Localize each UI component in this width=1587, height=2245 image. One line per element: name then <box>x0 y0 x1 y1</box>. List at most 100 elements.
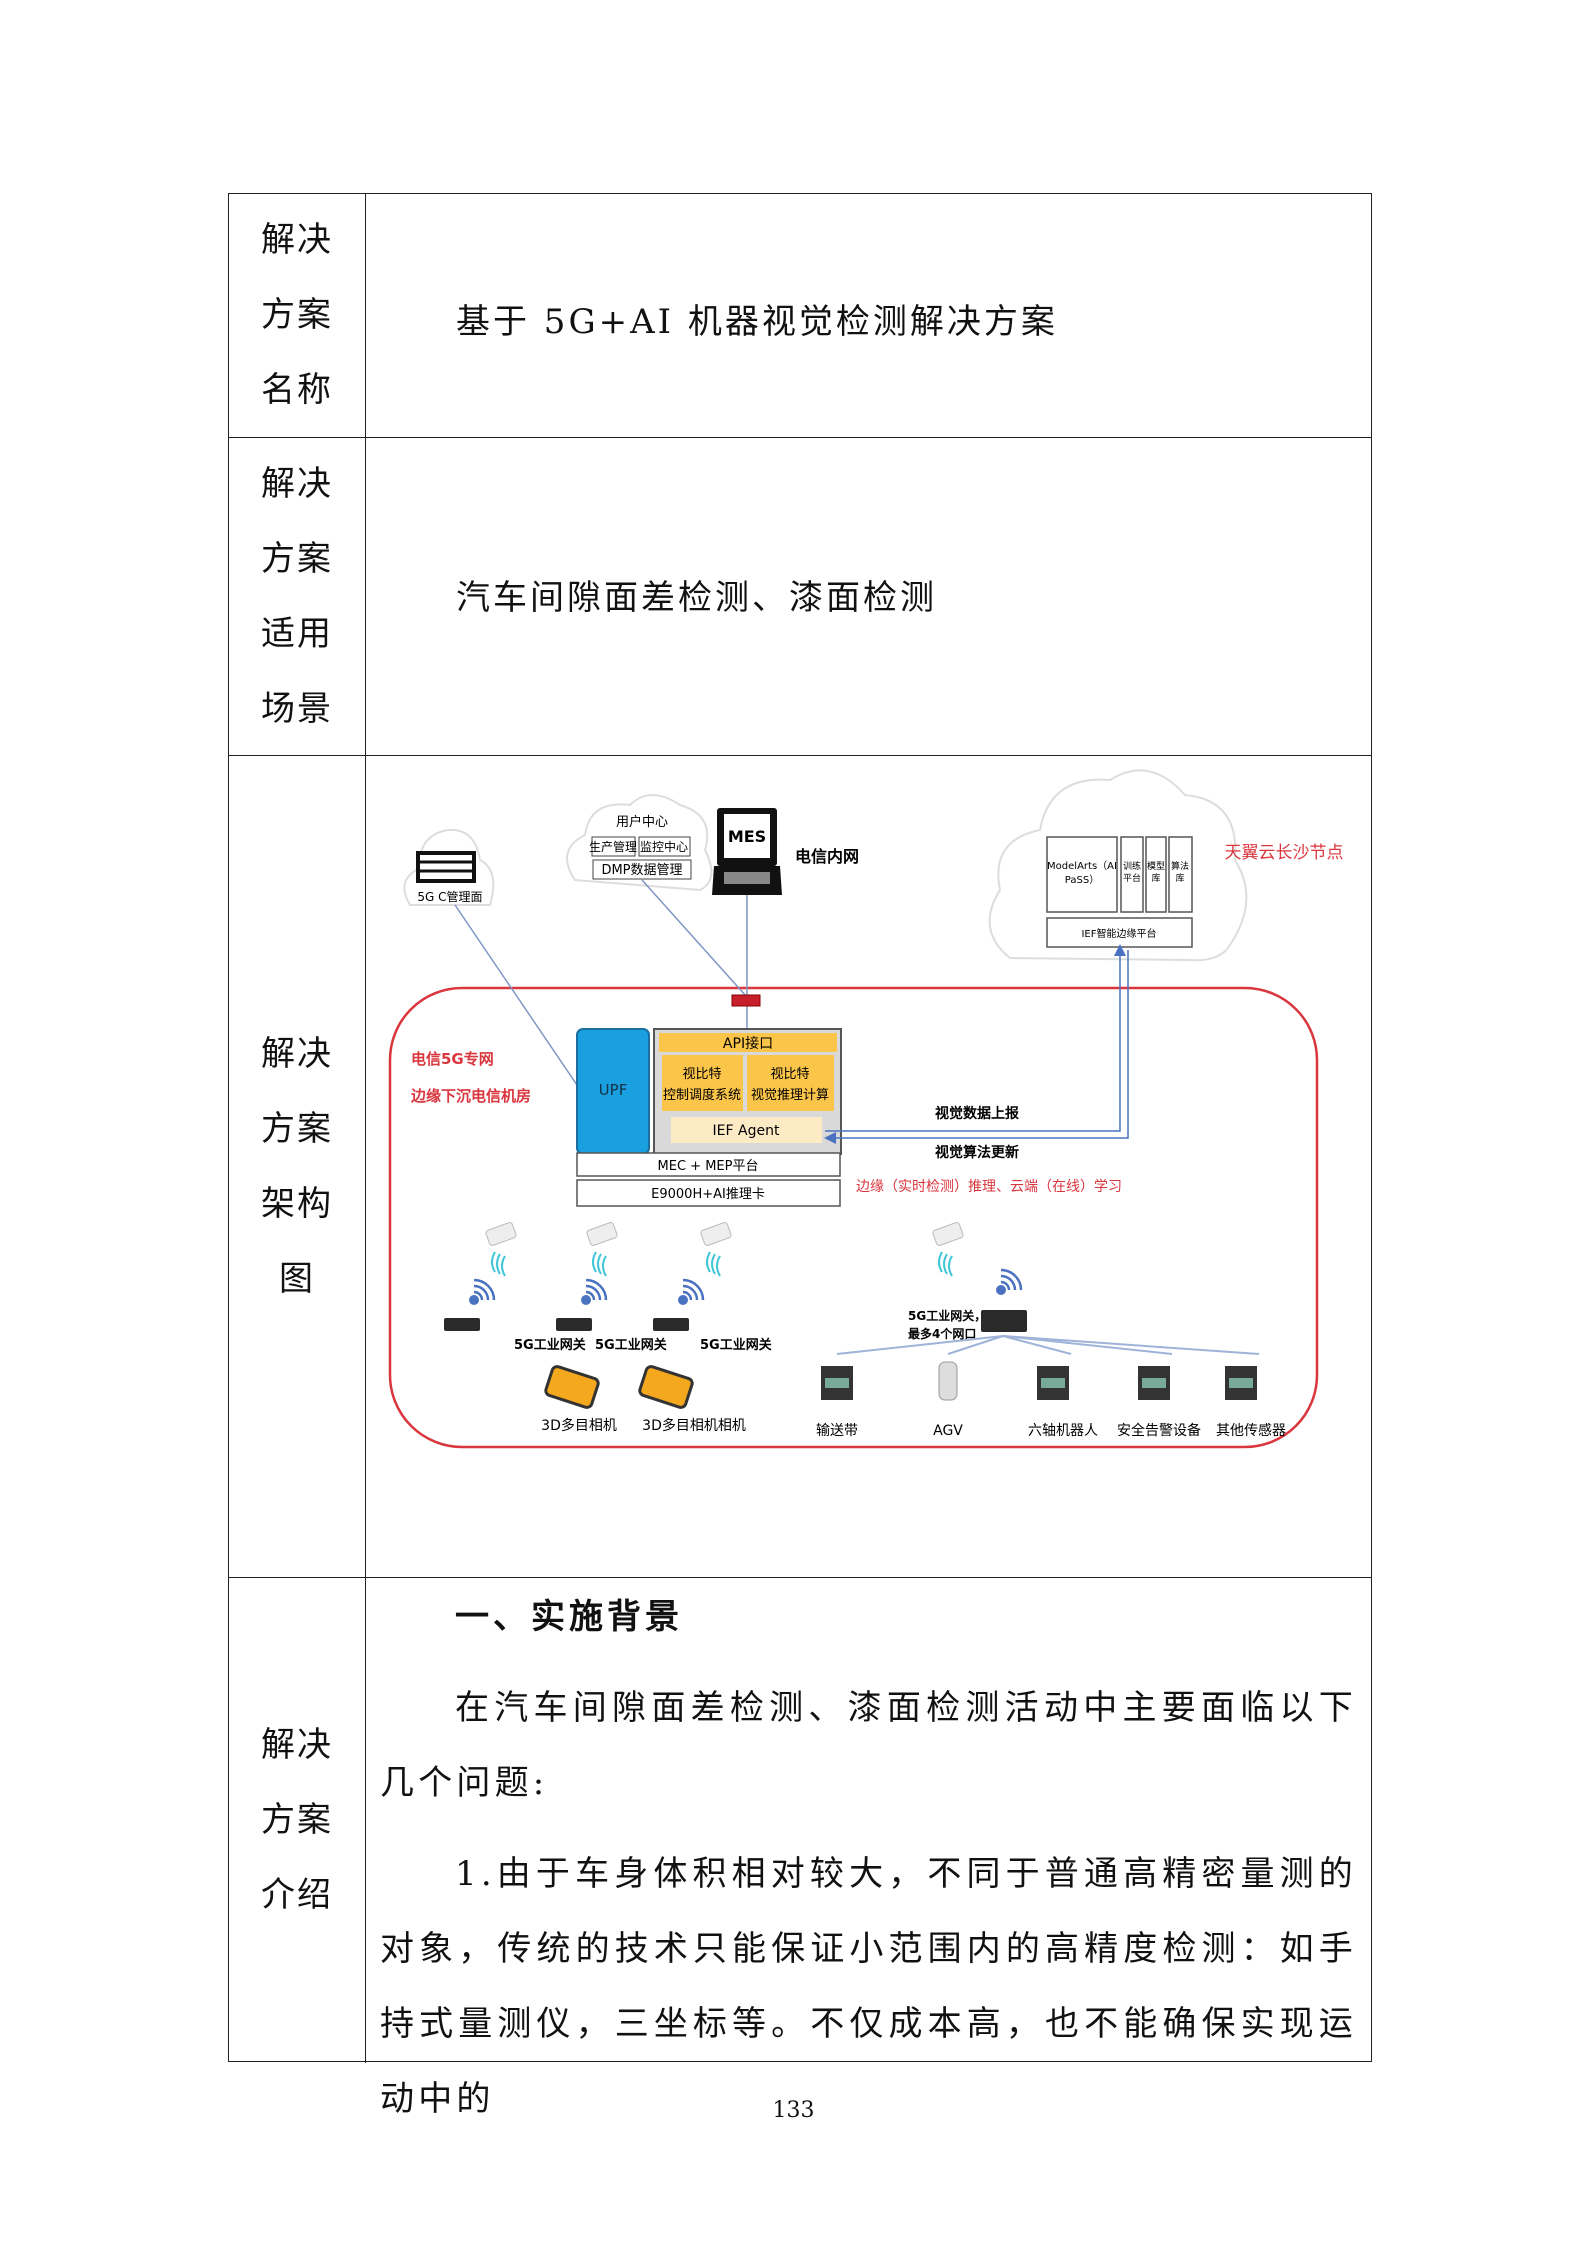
label-device: 输送带 <box>816 1423 858 1439</box>
label-line: 图 <box>279 1258 315 1299</box>
connection-line <box>1002 1335 1072 1355</box>
label-training: 训练 <box>1123 860 1141 872</box>
label-device: AGV <box>933 1423 963 1439</box>
label-line: 适用 <box>261 613 333 654</box>
wifi-icon <box>473 1278 496 1301</box>
access-point-icon <box>700 1222 732 1246</box>
wifi-icon <box>473 1290 484 1301</box>
connection-line <box>1002 1335 1260 1355</box>
label-api: API接口 <box>723 1035 773 1052</box>
agv-icon <box>938 1361 958 1401</box>
label-monitor-center: 监控中心 <box>640 839 688 854</box>
label-private-net: 电信5G专网 <box>411 1050 494 1068</box>
gateway-icon <box>556 1318 592 1331</box>
signal-icon <box>706 1251 711 1273</box>
label-dmp: DMP数据管理 <box>601 863 682 878</box>
section-heading: 一、实施背景 <box>455 1597 683 1637</box>
wifi-icon <box>469 1295 479 1305</box>
label-line: 方案 <box>261 538 333 579</box>
signal-icon <box>491 1251 496 1273</box>
wifi-icon <box>585 1290 596 1301</box>
label-vbt-control: 视比特 <box>682 1067 721 1082</box>
solution-table: 解决 方案 名称 基于 5G+AI 机器视觉检测解决方案 解决 方案 适用 场景… <box>228 193 1372 2119</box>
wifi-icon <box>473 1284 490 1301</box>
paragraph: 在汽车间隙面差检测、漆面检测活动中主要面临以下几个问题: <box>380 1688 1357 1803</box>
label-cloud-node: 天翼云长沙节点 <box>1225 843 1344 863</box>
label-ief-platform: IEF智能边缘平台 <box>1081 927 1156 940</box>
label-training-2: 平台 <box>1123 872 1141 884</box>
label-line: 方案 <box>261 1108 333 1149</box>
edge-region-border <box>388 986 1319 1449</box>
wifi-icon <box>682 1284 699 1301</box>
label-gateway: 5G工业网关 <box>700 1337 772 1353</box>
label-line: 场景 <box>261 688 333 729</box>
label-e9000: E9000H+AI推理卡 <box>651 1187 765 1202</box>
label-vbt-control-2: 控制调度系统 <box>663 1087 741 1103</box>
label-gateway-multi: 5G工业网关， <box>908 1308 986 1323</box>
access-point-icon <box>932 1222 964 1246</box>
label-modelarts: ModelArts（AI <box>1047 860 1117 872</box>
connection-line <box>836 1335 1004 1355</box>
label-gateway: 5G工业网关 <box>595 1337 667 1353</box>
connection-line <box>1002 1335 1173 1355</box>
signal-icon <box>938 1251 943 1273</box>
laptop-icon <box>712 808 782 895</box>
firewall-icon <box>731 994 761 1007</box>
solution-name: 基于 5G+AI 机器视觉检测解决方案 <box>456 302 1058 342</box>
label-line: 解决 <box>261 1033 333 1074</box>
label-modelarts-2: PaSS） <box>1065 874 1099 886</box>
controller-icon <box>1041 1378 1065 1388</box>
label-algo-update: 视觉算法更新 <box>935 1144 1019 1161</box>
row-architecture: 解决 方案 架构 图 <box>229 756 1371 1578</box>
gateway-icon <box>653 1318 689 1331</box>
label-upf: UPF <box>599 1081 628 1099</box>
label-device: 安全告警设备 <box>1117 1422 1201 1439</box>
page-number: 133 <box>772 2098 815 2123</box>
signal-icon <box>948 1255 953 1277</box>
label-model-lib: 模型 <box>1147 861 1165 872</box>
row-label: 解决 方案 名称 <box>229 194 366 437</box>
controller-icon <box>825 1378 849 1388</box>
controller-icon <box>1142 1378 1166 1388</box>
signal-icon <box>716 1255 721 1277</box>
wifi-icon <box>581 1295 591 1305</box>
camera-icon <box>638 1365 694 1409</box>
signal-icon <box>597 1253 602 1275</box>
wifi-icon <box>585 1284 602 1301</box>
cloud-tianyi <box>988 769 1248 962</box>
access-point-icon <box>586 1222 618 1246</box>
row-label: 解决 方案 介绍 <box>229 1578 366 2063</box>
signal-icon <box>496 1253 501 1275</box>
label-mes: MES <box>728 827 766 846</box>
label-line: 介绍 <box>261 1875 333 1915</box>
label-edge-room: 边缘下沉电信机房 <box>410 1087 531 1105</box>
wifi-icon <box>678 1295 688 1305</box>
row-solution-name: 解决 方案 名称 基于 5G+AI 机器视觉检测解决方案 <box>229 194 1371 438</box>
label-gateway: 5G工业网关 <box>514 1337 586 1353</box>
signal-icon <box>592 1251 597 1273</box>
label-telecom-intranet: 电信内网 <box>795 847 859 866</box>
label-device: 其他传感器 <box>1216 1422 1286 1439</box>
label-gateway-multi-2: 最多4个网口 <box>908 1326 976 1341</box>
controller-icon <box>1229 1378 1253 1388</box>
label-line: 解决 <box>261 1725 333 1765</box>
signal-icon <box>602 1255 607 1277</box>
label-algo-lib: 算法 <box>1171 860 1189 872</box>
label-line: 方案 <box>261 1800 333 1840</box>
label-camera-2: 3D多目相机相机 <box>642 1417 746 1434</box>
gateway-icon <box>981 1310 1027 1332</box>
label-model-lib-2: 库 <box>1151 872 1160 884</box>
gateway-icon <box>444 1318 480 1331</box>
row-scenario: 解决 方案 适用 场景 汽车间隙面差检测、漆面检测 <box>229 438 1371 756</box>
label-vbt-inference: 视比特 <box>770 1067 809 1082</box>
wifi-icon <box>1000 1280 1011 1291</box>
wifi-icon <box>996 1285 1006 1295</box>
label-ief-agent: IEF Agent <box>713 1123 780 1139</box>
label-prod-mgmt: 生产管理 <box>589 839 637 854</box>
label-edge-cloud: 边缘（实时检测）推理、云端（在线）学习 <box>856 1179 1122 1195</box>
camera-icon <box>544 1365 600 1409</box>
label-algo-lib-2: 库 <box>1175 872 1184 884</box>
server-icon <box>416 851 476 883</box>
label-line: 名称 <box>261 370 333 410</box>
